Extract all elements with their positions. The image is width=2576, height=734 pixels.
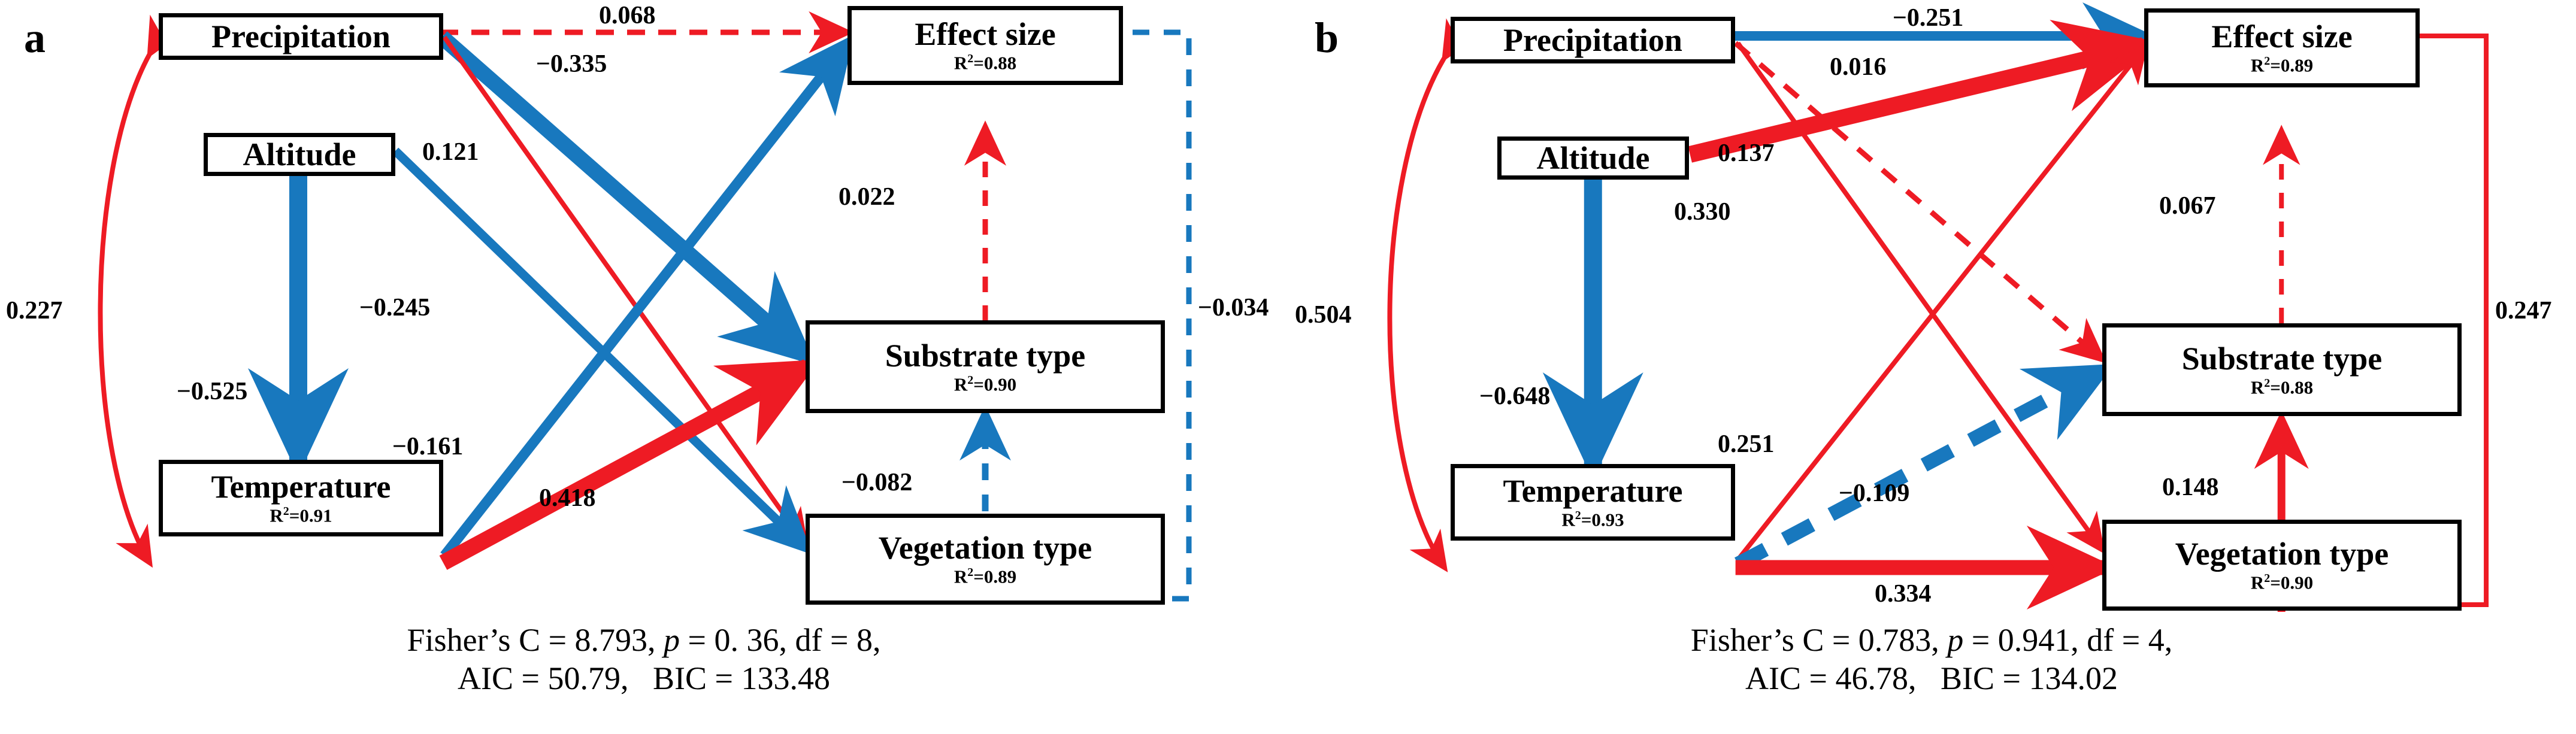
node-b-substrate-type-label: Substrate type: [2181, 340, 2383, 377]
panel-b-caption-line2: AIC = 46.78, BIC = 134.02: [1745, 660, 2118, 696]
coef-b-temperature-substrate: −0.109: [1839, 480, 1910, 507]
coef-a-vegetation-effect: −0.034: [1198, 294, 1269, 321]
panel-a-fisher-pre: Fisher’s C = 8.793,: [407, 622, 664, 658]
node-a-vegetation-type[interactable]: Vegetation type R2=0.89: [806, 514, 1165, 605]
coef-a-temperature-effect: −0.161: [392, 433, 464, 460]
node-b-precipitation[interactable]: Precipitation: [1451, 17, 1735, 63]
node-a-substrate-type-r2: R2=0.90: [953, 373, 1017, 395]
panel-a-p-symbol: p: [664, 622, 680, 658]
node-a-vegetation-type-r2: R2=0.89: [953, 566, 1017, 587]
coef-b-precip-vegetation: 0.137: [1718, 139, 1775, 167]
node-a-precipitation[interactable]: Precipitation: [159, 13, 443, 60]
panel-a-caption-line2: AIC = 50.79, BIC = 133.48: [458, 660, 830, 696]
node-b-temperature[interactable]: Temperature R2=0.93: [1451, 464, 1735, 541]
panel-b: b: [1288, 0, 2575, 734]
node-a-temperature[interactable]: Temperature R2=0.91: [159, 460, 443, 536]
node-a-temperature-r2: R2=0.91: [270, 505, 332, 526]
node-a-effect-size[interactable]: Effect size R2=0.88: [847, 6, 1123, 85]
node-b-altitude[interactable]: Altitude: [1497, 137, 1689, 180]
panel-a: a: [0, 2, 1288, 697]
node-b-vegetation-type-r2: R2=0.90: [2250, 572, 2314, 593]
coef-a-altitude-temperature: −0.525: [177, 378, 248, 405]
path-a-precip-temp: [98, 14, 183, 568]
path-b-precip-temp: [1387, 18, 1479, 572]
coef-b-vegetation-effect: 0.247: [2495, 297, 2552, 324]
coef-b-precip-temperature: 0.504: [1295, 301, 1352, 329]
panel-a-caption-line1: Fisher’s C = 8.793, p = 0. 36, df = 8,: [0, 621, 1288, 660]
path-b-temperature-effect: [1736, 42, 2149, 562]
node-a-effect-size-r2: R2=0.88: [953, 52, 1017, 74]
path-b-altitude-effect: [1688, 20, 2159, 163]
node-b-precipitation-label: Precipitation: [1503, 22, 1682, 58]
coef-b-precip-effect: −0.251: [1893, 4, 1964, 32]
node-b-effect-size-r2: R2=0.89: [2250, 54, 2314, 76]
coef-b-substrate-effect: 0.067: [2159, 192, 2216, 220]
coef-b-vegetation-substrate: 0.148: [2162, 474, 2219, 501]
node-b-temperature-r2: R2=0.93: [1561, 509, 1624, 530]
path-b-precip-vegetation: [1736, 41, 2105, 554]
node-b-effect-size-label: Effect size: [2211, 19, 2353, 55]
path-b-precip-substrate: [1733, 41, 2107, 364]
panel-b-fisher-pre: Fisher’s C = 0.783,: [1690, 622, 1948, 658]
node-a-effect-size-label: Effect size: [915, 16, 1056, 53]
node-b-substrate-type[interactable]: Substrate type R2=0.88: [2102, 323, 2462, 416]
node-a-substrate-type-label: Substrate type: [885, 337, 1086, 374]
path-b-vegetation-effect: [2356, 17, 2489, 607]
coef-a-precip-substrate: −0.335: [536, 50, 607, 78]
coef-a-precip-vegetation: 0.121: [422, 138, 479, 166]
node-b-temperature-label: Temperature: [1503, 473, 1683, 509]
coef-b-temperature-effect: 0.251: [1718, 430, 1775, 458]
coef-a-vegetation-substrate: −0.082: [841, 469, 913, 496]
node-a-precipitation-label: Precipitation: [211, 19, 391, 54]
coef-a-substrate-effect: 0.022: [839, 183, 895, 211]
panel-a-fisher-post: = 0. 36, df = 8,: [680, 622, 881, 658]
panel-b-caption-line1: Fisher’s C = 0.783, p = 0.941, df = 4,: [1288, 621, 2575, 660]
coef-b-altitude-temperature: −0.648: [1479, 383, 1551, 410]
coef-b-precip-substrate: 0.016: [1830, 53, 1887, 81]
panel-a-paths: [98, 11, 1192, 605]
path-b-temperature-substrate: [1735, 363, 2115, 571]
node-a-substrate-type[interactable]: Substrate type R2=0.90: [806, 320, 1165, 413]
panel-a-caption: Fisher’s C = 8.793, p = 0. 36, df = 8, A…: [0, 621, 1288, 697]
coef-b-altitude-effect: 0.330: [1674, 198, 1731, 226]
panel-a-letter: a: [24, 14, 46, 62]
panel-b-letter: b: [1315, 14, 1339, 62]
panel-b-caption: Fisher’s C = 0.783, p = 0.941, df = 4, A…: [1288, 621, 2575, 697]
coef-a-precip-effect: 0.068: [599, 2, 656, 29]
path-a-temperature-effect: [440, 34, 855, 559]
coef-b-temperature-vegetation: 0.334: [1875, 580, 1932, 608]
panel-b-p-symbol: p: [1947, 622, 1964, 658]
coef-a-altitude-vegetation: −0.245: [359, 294, 431, 321]
node-a-altitude[interactable]: Altitude: [204, 133, 395, 176]
node-b-altitude-label: Altitude: [1536, 140, 1650, 176]
node-a-altitude-label: Altitude: [243, 137, 356, 172]
node-a-temperature-label: Temperature: [211, 469, 391, 505]
panel-b-paths: [1387, 2, 2489, 612]
path-a-precip-substrate: [437, 31, 816, 366]
path-a-temperature-substrate: [439, 359, 821, 570]
node-b-effect-size[interactable]: Effect size R2=0.89: [2144, 8, 2420, 87]
node-b-vegetation-type-label: Vegetation type: [2175, 536, 2389, 572]
path-a-precip-vegetation: [442, 35, 809, 550]
coef-a-temperature-substrate: 0.418: [539, 484, 596, 512]
node-b-vegetation-type[interactable]: Vegetation type R2=0.90: [2102, 520, 2462, 611]
panel-b-fisher-post: = 0.941, df = 4,: [1963, 622, 2173, 658]
node-a-vegetation-type-label: Vegetation type: [878, 530, 1092, 566]
node-b-substrate-type-r2: R2=0.88: [2250, 376, 2314, 398]
coef-a-precip-temperature: 0.227: [6, 297, 63, 324]
